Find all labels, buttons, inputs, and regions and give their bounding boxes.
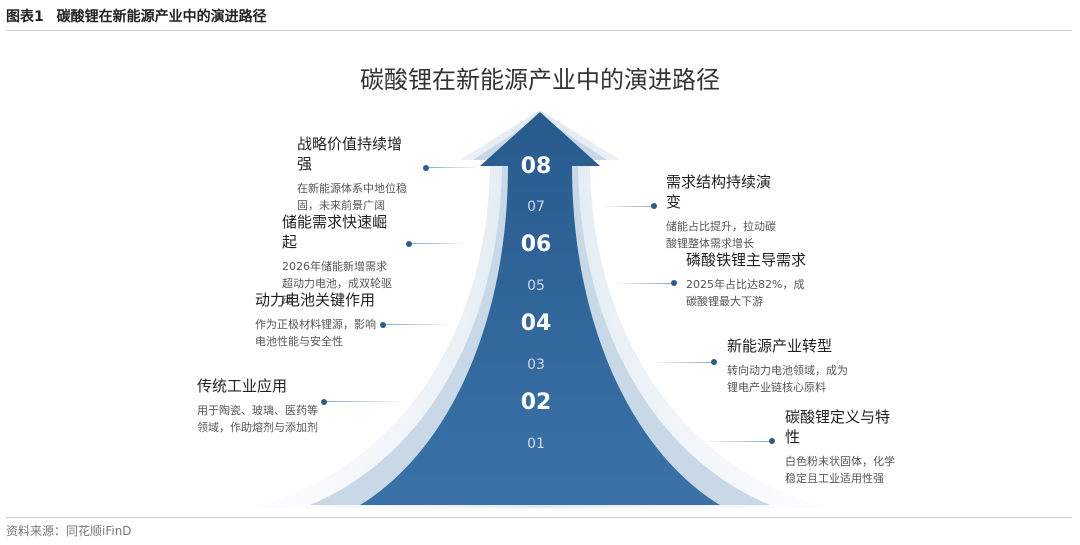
- connector-line: [412, 243, 470, 244]
- left-item-strategic-value: 战略价值持续增强 在新能源体系中地位稳固，未来前景广阔: [297, 134, 412, 214]
- connector-dot: [321, 399, 327, 405]
- left-item-title: 储能需求快速崛起: [282, 212, 397, 252]
- connector-line: [429, 167, 479, 168]
- step-04: 04: [506, 311, 566, 336]
- left-item-title: 动力电池关键作用: [255, 290, 385, 310]
- connector-dot: [711, 359, 717, 365]
- right-item-desc: 2025年占比达82%，成碳酸锂最大下游: [686, 276, 806, 310]
- right-item-title: 碳酸锂定义与特性: [785, 407, 900, 447]
- step-06: 06: [506, 232, 566, 257]
- left-item-desc: 作为正极材料锂源，影响电池性能与安全性: [255, 316, 385, 350]
- connector-line: [650, 362, 712, 363]
- connector-dot: [671, 280, 677, 286]
- step-07: 07: [506, 199, 566, 215]
- connector-dot: [380, 322, 386, 328]
- left-item-battery-role: 动力电池关键作用 作为正极材料锂源，影响电池性能与安全性: [255, 290, 385, 350]
- step-03: 03: [506, 357, 566, 373]
- right-item-title: 需求结构持续演变: [666, 172, 781, 212]
- step-05: 05: [506, 278, 566, 294]
- right-item-definition: 碳酸锂定义与特性 白色粉末状固体，化学稳定且工业适用性强: [785, 407, 900, 487]
- connector-dot: [423, 165, 429, 171]
- connector-line: [700, 441, 770, 442]
- right-item-title: 新能源产业转型: [727, 336, 852, 356]
- bottom-divider: [6, 517, 1072, 518]
- source-note: 资料来源：同花顺iFinD: [6, 522, 132, 539]
- step-08: 08: [506, 154, 566, 179]
- connector-line: [612, 283, 672, 284]
- step-01: 01: [506, 436, 566, 452]
- connector-dot: [406, 241, 412, 247]
- right-item-demand-structure: 需求结构持续演变 储能占比提升，拉动碳酸锂整体需求增长: [666, 172, 781, 252]
- left-item-desc: 在新能源体系中地位稳固，未来前景广阔: [297, 180, 412, 214]
- left-item-traditional-use: 传统工业应用 用于陶瓷、玻璃、医药等领域，作助熔剂与添加剂: [197, 376, 322, 436]
- right-item-title: 磷酸铁锂主导需求: [686, 250, 806, 270]
- right-item-industry-transition: 新能源产业转型 转向动力电池领域，成为锂电产业链核心原料: [727, 336, 852, 396]
- left-item-title: 战略价值持续增强: [297, 134, 412, 174]
- connector-line: [327, 401, 407, 402]
- right-item-desc: 白色粉末状固体，化学稳定且工业适用性强: [785, 453, 900, 487]
- connector-dot: [769, 438, 775, 444]
- connector-line: [386, 324, 451, 325]
- step-02: 02: [506, 390, 566, 415]
- right-item-lfp-demand: 磷酸铁锂主导需求 2025年占比达82%，成碳酸锂最大下游: [686, 250, 806, 310]
- connector-line: [600, 206, 652, 207]
- right-item-desc: 储能占比提升，拉动碳酸锂整体需求增长: [666, 218, 781, 252]
- left-item-title: 传统工业应用: [197, 376, 322, 396]
- right-item-desc: 转向动力电池领域，成为锂电产业链核心原料: [727, 362, 852, 396]
- left-item-desc: 用于陶瓷、玻璃、医药等领域，作助熔剂与添加剂: [197, 402, 322, 436]
- connector-dot: [651, 203, 657, 209]
